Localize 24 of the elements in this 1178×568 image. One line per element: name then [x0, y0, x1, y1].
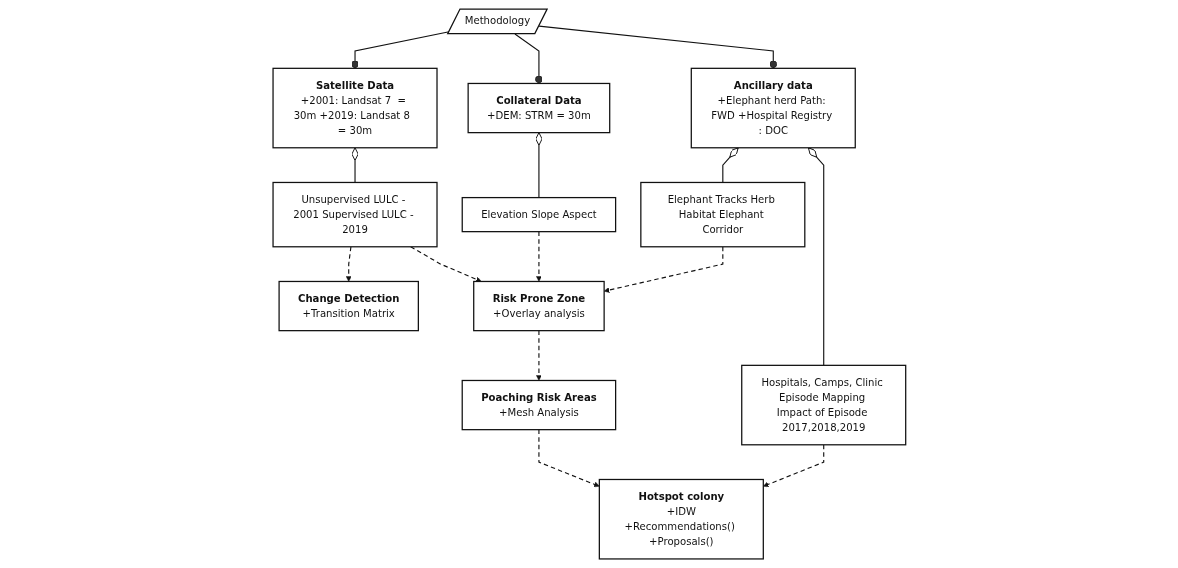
connector [762, 444, 824, 488]
connector [807, 147, 824, 366]
connector [721, 147, 739, 184]
connector [351, 147, 359, 184]
component-box: Elevation Slope Aspect [461, 196, 616, 233]
class-box: Ancillary data +Elephant herd Path: FWD +Hospital Registry : DOC [690, 67, 856, 149]
class-box: Risk Prone Zone +Overlay analysis [472, 280, 605, 332]
connector [538, 25, 777, 69]
class-box: Collateral Data +DEM: STRM = 30m [467, 82, 610, 134]
connector [603, 246, 724, 293]
component-box: Unsupervised LULC - 2001 Supervised LULC - 2019 [272, 181, 438, 248]
connector [535, 330, 542, 381]
class-box: Change Detection +Transition Matrix [278, 280, 419, 332]
class-box: Hotspot colony +IDW +Recommendations() +Proposals() [598, 478, 764, 560]
class-box: Poaching Risk Areas +Mesh Analysis [461, 379, 616, 431]
class-box: Satellite Data +2001: Landsat 7 = 30m +2019: Landsat 8 = 30m [272, 67, 438, 149]
component-box: Hospitals, Camps, Clinic Episode Mapping Impact of Episode 2017,2018,2019 [740, 364, 906, 446]
component-box: Elephant Tracks Herb Habitat Elephant Corridor [639, 181, 806, 248]
connector [534, 132, 543, 199]
connector [535, 231, 542, 282]
connector [409, 246, 482, 283]
note-box: Methodology [446, 8, 548, 35]
connector [345, 246, 352, 282]
connector [514, 33, 543, 85]
